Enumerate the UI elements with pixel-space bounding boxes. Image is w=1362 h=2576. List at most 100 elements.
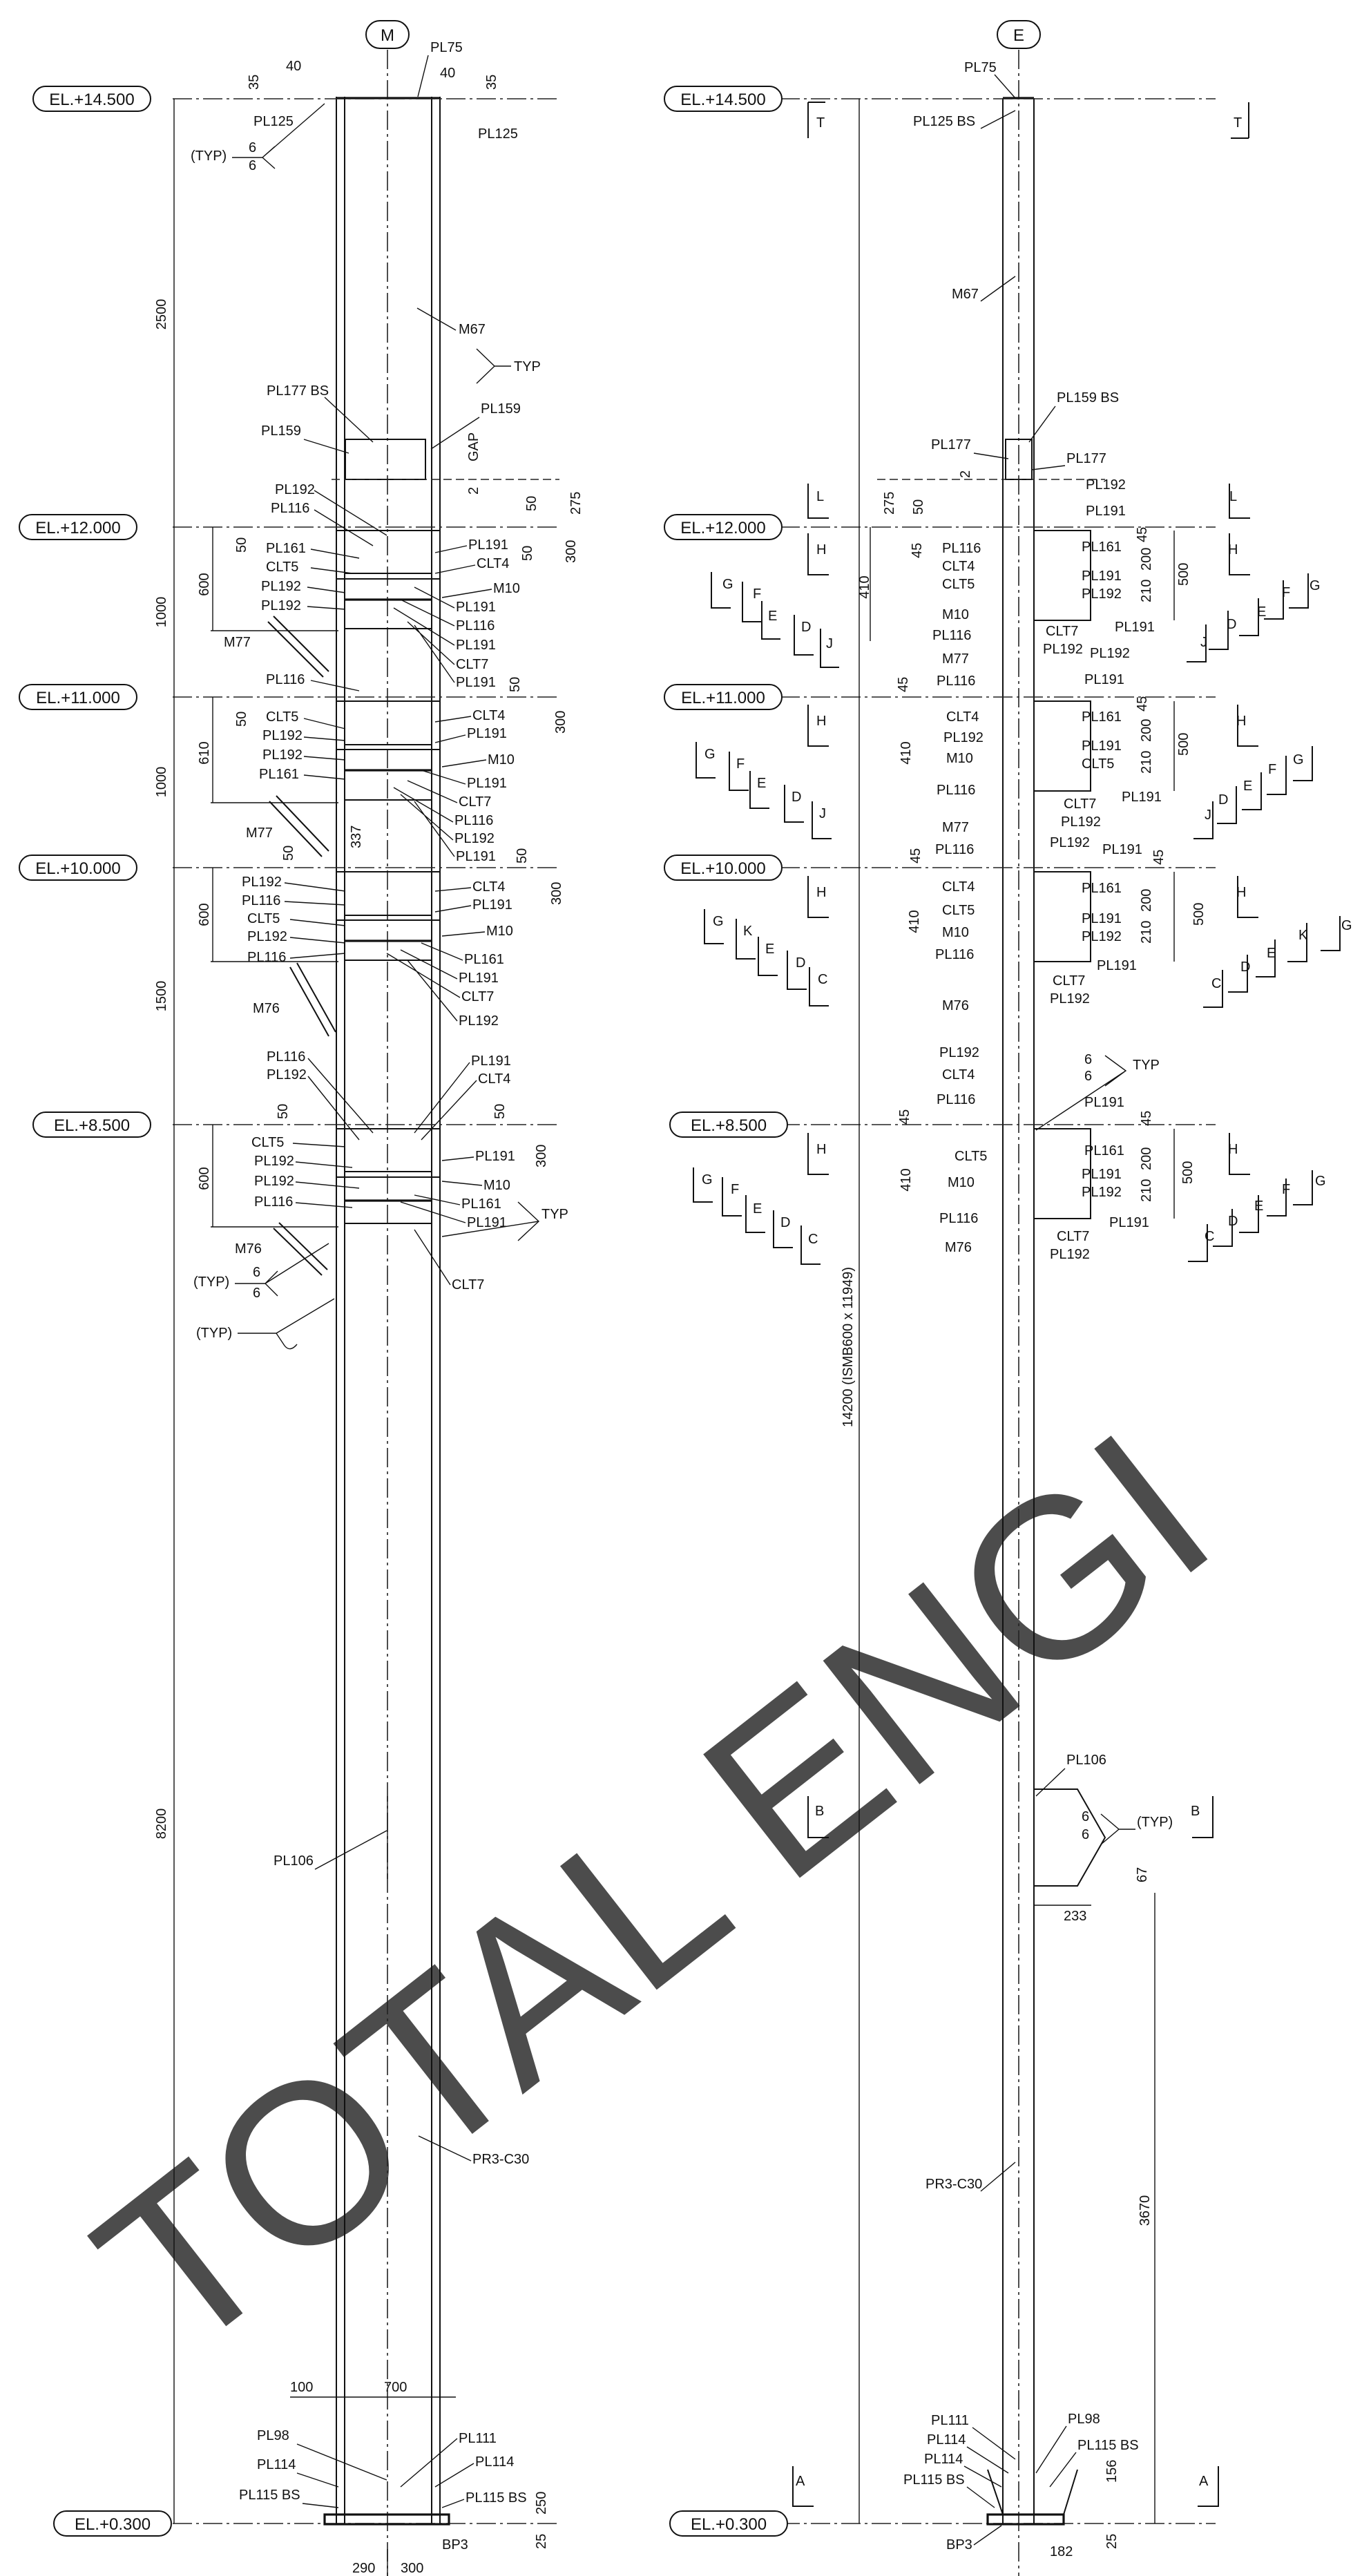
dim-8200: 8200: [154, 1809, 169, 1840]
connection-el10: 600 50 300 50 M76 PL192 PL116 CLT5 PL192…: [197, 846, 564, 1037]
svg-text:BP3: BP3: [946, 2537, 972, 2553]
svg-text:PL191: PL191: [1102, 842, 1142, 857]
dim-40: 40: [440, 66, 455, 81]
svg-text:PL116: PL116: [456, 618, 495, 633]
svg-text:410: 410: [899, 741, 914, 764]
svg-text:500: 500: [1176, 733, 1191, 756]
svg-text:6: 6: [1082, 1827, 1089, 1842]
svg-text:C: C: [808, 1232, 818, 1247]
connection-el11: 45 410 45 200 210 500 PL116 CLT4 PL192 M…: [896, 646, 1191, 835]
svg-text:J: J: [1200, 635, 1207, 650]
svg-text:F: F: [1268, 762, 1276, 777]
svg-text:PL161: PL161: [266, 541, 306, 556]
svg-text:PL192: PL192: [1082, 586, 1122, 602]
svg-text:C: C: [1211, 976, 1221, 991]
svg-text:PL114: PL114: [257, 2457, 296, 2472]
svg-text:B: B: [815, 1804, 824, 1819]
svg-text:H: H: [1236, 714, 1246, 729]
svg-text:K: K: [1298, 928, 1308, 943]
svg-text:PL192: PL192: [1061, 814, 1101, 830]
section-mark-b: B: [1191, 1796, 1214, 1838]
svg-text:PL192: PL192: [254, 1174, 294, 1189]
svg-text:PL116: PL116: [935, 842, 974, 857]
svg-text:G: G: [1315, 1174, 1326, 1189]
svg-text:PL192: PL192: [943, 730, 984, 745]
svg-text:410: 410: [907, 910, 922, 933]
svg-text:A: A: [796, 2474, 805, 2489]
svg-text:PL125 BS: PL125 BS: [913, 114, 975, 129]
connection-el12: 600 50 300 50 M77 PL192 PL116 PL161 CLT5…: [197, 482, 579, 690]
svg-text:BP3: BP3: [442, 2537, 468, 2553]
svg-text:H: H: [1228, 1142, 1238, 1157]
svg-text:PL98: PL98: [257, 2428, 289, 2443]
svg-text:50: 50: [281, 846, 296, 861]
svg-text:H: H: [816, 542, 826, 557]
svg-text:50: 50: [234, 537, 249, 553]
svg-text:PL191: PL191: [1082, 738, 1122, 754]
svg-text:CLT5: CLT5: [942, 903, 975, 918]
svg-text:M77: M77: [224, 635, 251, 650]
svg-text:PL192: PL192: [1090, 646, 1130, 661]
svg-text:M77: M77: [942, 820, 969, 835]
svg-text:PL191: PL191: [456, 849, 496, 864]
svg-text:EL.+12.000: EL.+12.000: [680, 519, 765, 537]
connection-el10: 45 410 45 200 210 500 PL116 CLT4 CLT5 M1…: [907, 835, 1207, 1013]
svg-text:CLT4: CLT4: [472, 879, 505, 895]
svg-text:PL116: PL116: [254, 1194, 293, 1210]
svg-text:PL116: PL116: [937, 1092, 975, 1107]
svg-text:156: 156: [1104, 2460, 1120, 2483]
svg-text:D: D: [1240, 960, 1250, 975]
svg-text:CLT7: CLT7: [461, 989, 494, 1004]
svg-text:PL192: PL192: [261, 598, 301, 613]
svg-text:D: D: [780, 1215, 790, 1230]
dim-40: 40: [286, 59, 301, 74]
svg-text:CLT4: CLT4: [477, 556, 509, 571]
label-typ: TYP: [514, 359, 541, 374]
svg-text:L: L: [816, 489, 824, 504]
svg-text:200: 200: [1139, 719, 1154, 742]
svg-text:300: 300: [534, 1145, 549, 1167]
svg-text:J: J: [826, 636, 833, 651]
svg-text:J: J: [819, 806, 826, 821]
svg-text:PL192: PL192: [1043, 642, 1083, 657]
svg-text:410: 410: [857, 575, 872, 598]
svg-text:PL192: PL192: [1050, 835, 1090, 850]
svg-text:PL192: PL192: [262, 747, 303, 763]
svg-text:CLT5: CLT5: [251, 1135, 284, 1150]
svg-text:PL192: PL192: [247, 929, 287, 944]
splice-plate: [345, 439, 426, 480]
svg-text:CLT7: CLT7: [1046, 624, 1078, 639]
svg-text:M10: M10: [493, 581, 520, 596]
svg-text:PL192: PL192: [242, 875, 282, 890]
svg-text:E: E: [753, 1201, 762, 1217]
svg-text:PL192: PL192: [262, 728, 303, 743]
svg-text:M76: M76: [235, 1241, 262, 1257]
label-pl177-bs: PL177 BS: [267, 383, 329, 399]
svg-text:50: 50: [492, 1104, 508, 1119]
svg-text:50: 50: [520, 546, 535, 561]
svg-text:TYP: TYP: [1133, 1058, 1160, 1073]
svg-text:PL192: PL192: [254, 1154, 294, 1169]
svg-text:PL192: PL192: [1082, 1185, 1122, 1200]
svg-text:410: 410: [899, 1168, 914, 1191]
svg-text:EL.+12.000: EL.+12.000: [35, 519, 120, 537]
svg-text:PL116: PL116: [247, 950, 286, 965]
svg-text:25: 25: [534, 2534, 549, 2549]
dim-1500: 1500: [154, 981, 169, 1012]
section-mark-h: H: [807, 533, 829, 575]
svg-text:500: 500: [1176, 563, 1191, 586]
svg-text:PL191: PL191: [467, 726, 507, 741]
svg-text:PL191: PL191: [1086, 504, 1126, 519]
svg-text:CLT5: CLT5: [266, 560, 298, 575]
svg-text:EL.+8.500: EL.+8.500: [691, 1116, 767, 1135]
svg-text:F: F: [731, 1182, 739, 1197]
section-mark-h: H: [1228, 1133, 1250, 1175]
svg-text:M10: M10: [948, 1175, 975, 1190]
svg-text:E: E: [757, 776, 766, 791]
svg-text:M10: M10: [488, 752, 515, 767]
section-mark-h: H: [807, 876, 829, 918]
svg-text:L: L: [1229, 489, 1237, 504]
svg-text:PL191: PL191: [1097, 958, 1137, 973]
label-pl125: PL125: [253, 114, 294, 129]
